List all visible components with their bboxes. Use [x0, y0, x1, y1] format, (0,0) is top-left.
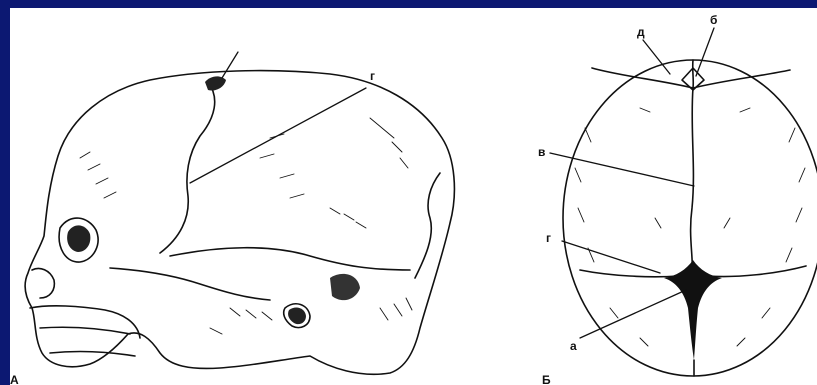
- pointer-line-fontanelle: [222, 52, 238, 78]
- label-b: б: [710, 13, 717, 27]
- pointer-line-g-top: [562, 241, 660, 273]
- skull-drawing: г А д б в г а Б: [10, 8, 817, 385]
- panel-label-a: А: [10, 373, 19, 385]
- superior-skull-view: [550, 28, 817, 376]
- coronal-suture-right: [693, 70, 790, 88]
- panel-label-b: Б: [542, 373, 551, 385]
- pointer-line-d: [643, 40, 670, 74]
- label-g-top: г: [546, 231, 551, 245]
- lambdoid-suture: [415, 173, 440, 278]
- metopic-suture: [693, 60, 694, 88]
- label-a: а: [570, 339, 577, 353]
- zygomatic-arch: [110, 268, 270, 300]
- squamosal-suture: [170, 248, 410, 270]
- lambdoid-suture-right: [708, 266, 806, 277]
- lambdoid-suture-left: [580, 270, 678, 277]
- pointer-line-g-lateral: [190, 88, 366, 183]
- pointer-line-v: [550, 153, 694, 186]
- posterior-fontanelle: [664, 260, 722, 360]
- label-v: в: [538, 145, 545, 159]
- ear-shadow: [288, 308, 306, 325]
- skull-figure: г А д б в г а Б: [10, 8, 817, 385]
- sagittal-suture: [691, 88, 694, 278]
- label-d: д: [637, 25, 645, 39]
- lateral-skull-view: [25, 52, 454, 374]
- temporal-shadow: [330, 274, 360, 300]
- pointer-line-a: [580, 290, 686, 338]
- coronal-suture-left: [592, 68, 693, 88]
- surface-hatching: [80, 118, 412, 334]
- pointer-line-b: [696, 28, 714, 76]
- coronal-suture: [160, 82, 215, 253]
- anterior-fontanelle-lateral: [205, 76, 226, 90]
- orbit-shadow: [67, 225, 90, 252]
- nasal-bone: [32, 268, 54, 298]
- label-g-lateral: г: [370, 69, 375, 83]
